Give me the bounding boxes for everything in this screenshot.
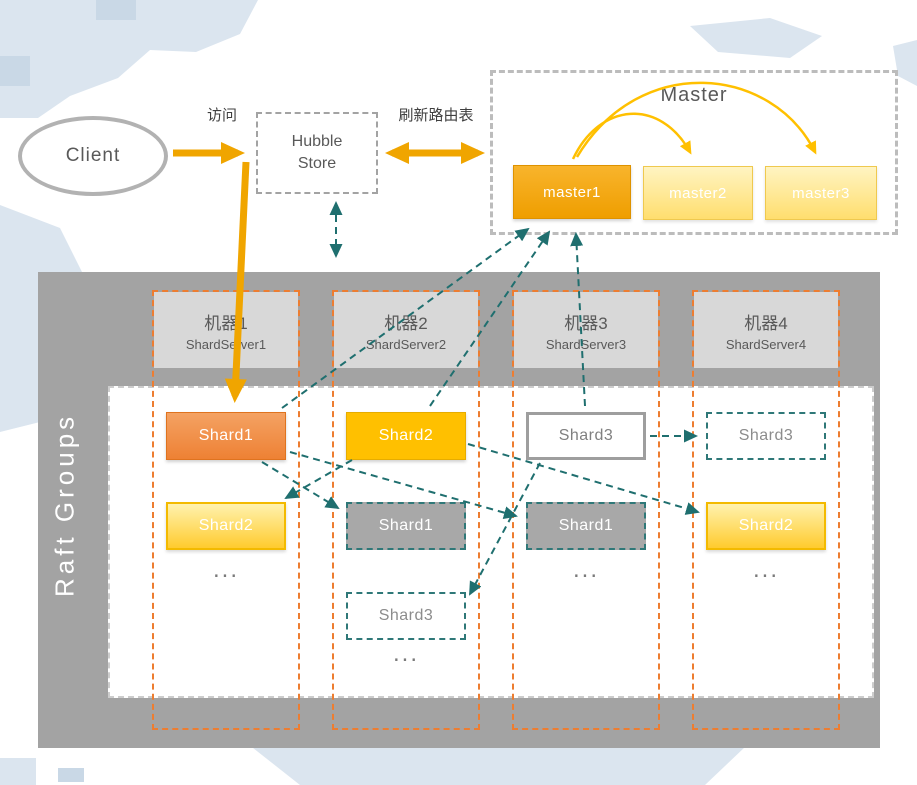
machine-4-server: ShardServer4: [725, 336, 807, 352]
machine-column-4: 机器4 ShardServer4: [692, 290, 840, 730]
ellipsis-machine2: ...: [392, 640, 419, 667]
hubble-store-node: Hubble Store: [256, 112, 378, 194]
master2-node: master2: [643, 166, 753, 220]
shard3-placeholder-machine2: Shard3: [346, 592, 466, 640]
ellipsis-machine1: ...: [212, 556, 239, 583]
machine-1-header: 机器1 ShardServer1: [154, 292, 298, 368]
shard2-follower-machine4: Shard2: [706, 502, 826, 550]
client-node: Client: [18, 116, 168, 196]
shard2-leader-machine2: Shard2: [346, 412, 466, 460]
shard2-follower-machine1: Shard2: [166, 502, 286, 550]
master-group-title: Master: [660, 84, 728, 106]
machine-3-server: ShardServer3: [545, 336, 627, 352]
ellipsis-machine4: ...: [752, 556, 779, 583]
machine-2-header: 机器2 ShardServer2: [334, 292, 478, 368]
machine-2-server: ShardServer2: [365, 336, 447, 352]
machine-3-header: 机器3 ShardServer3: [514, 292, 658, 368]
hubble-store-label-line2: Store: [297, 155, 337, 172]
shard1-leader-machine1: Shard1: [166, 412, 286, 460]
machine-3-name: 机器3: [564, 313, 608, 333]
master-group-container: Master master1 master2 master3: [490, 70, 898, 235]
master1-node: master1: [513, 165, 631, 219]
machine-1-server: ShardServer1: [185, 336, 267, 352]
machine-4-header: 机器4 ShardServer4: [694, 292, 838, 368]
shard3-leader-machine3: Shard3: [526, 412, 646, 460]
edge-label-refresh-route: 刷新路由表: [398, 107, 474, 124]
shard1-replica-machine3: Shard1: [526, 502, 646, 550]
ellipsis-machine3: ...: [572, 556, 599, 583]
machine-1-name: 机器1: [204, 313, 248, 333]
machine-4-name: 机器4: [744, 313, 788, 333]
edge-label-access: 访问: [206, 107, 237, 124]
master3-node: master3: [765, 166, 877, 220]
client-label: Client: [65, 145, 121, 166]
raft-groups-title: Raft Groups: [49, 412, 80, 598]
shard1-replica-machine2: Shard1: [346, 502, 466, 550]
hubble-store-label-line1: Hubble: [291, 133, 343, 151]
machine-2-name: 机器2: [384, 313, 428, 333]
shard3-placeholder-machine4: Shard3: [706, 412, 826, 460]
